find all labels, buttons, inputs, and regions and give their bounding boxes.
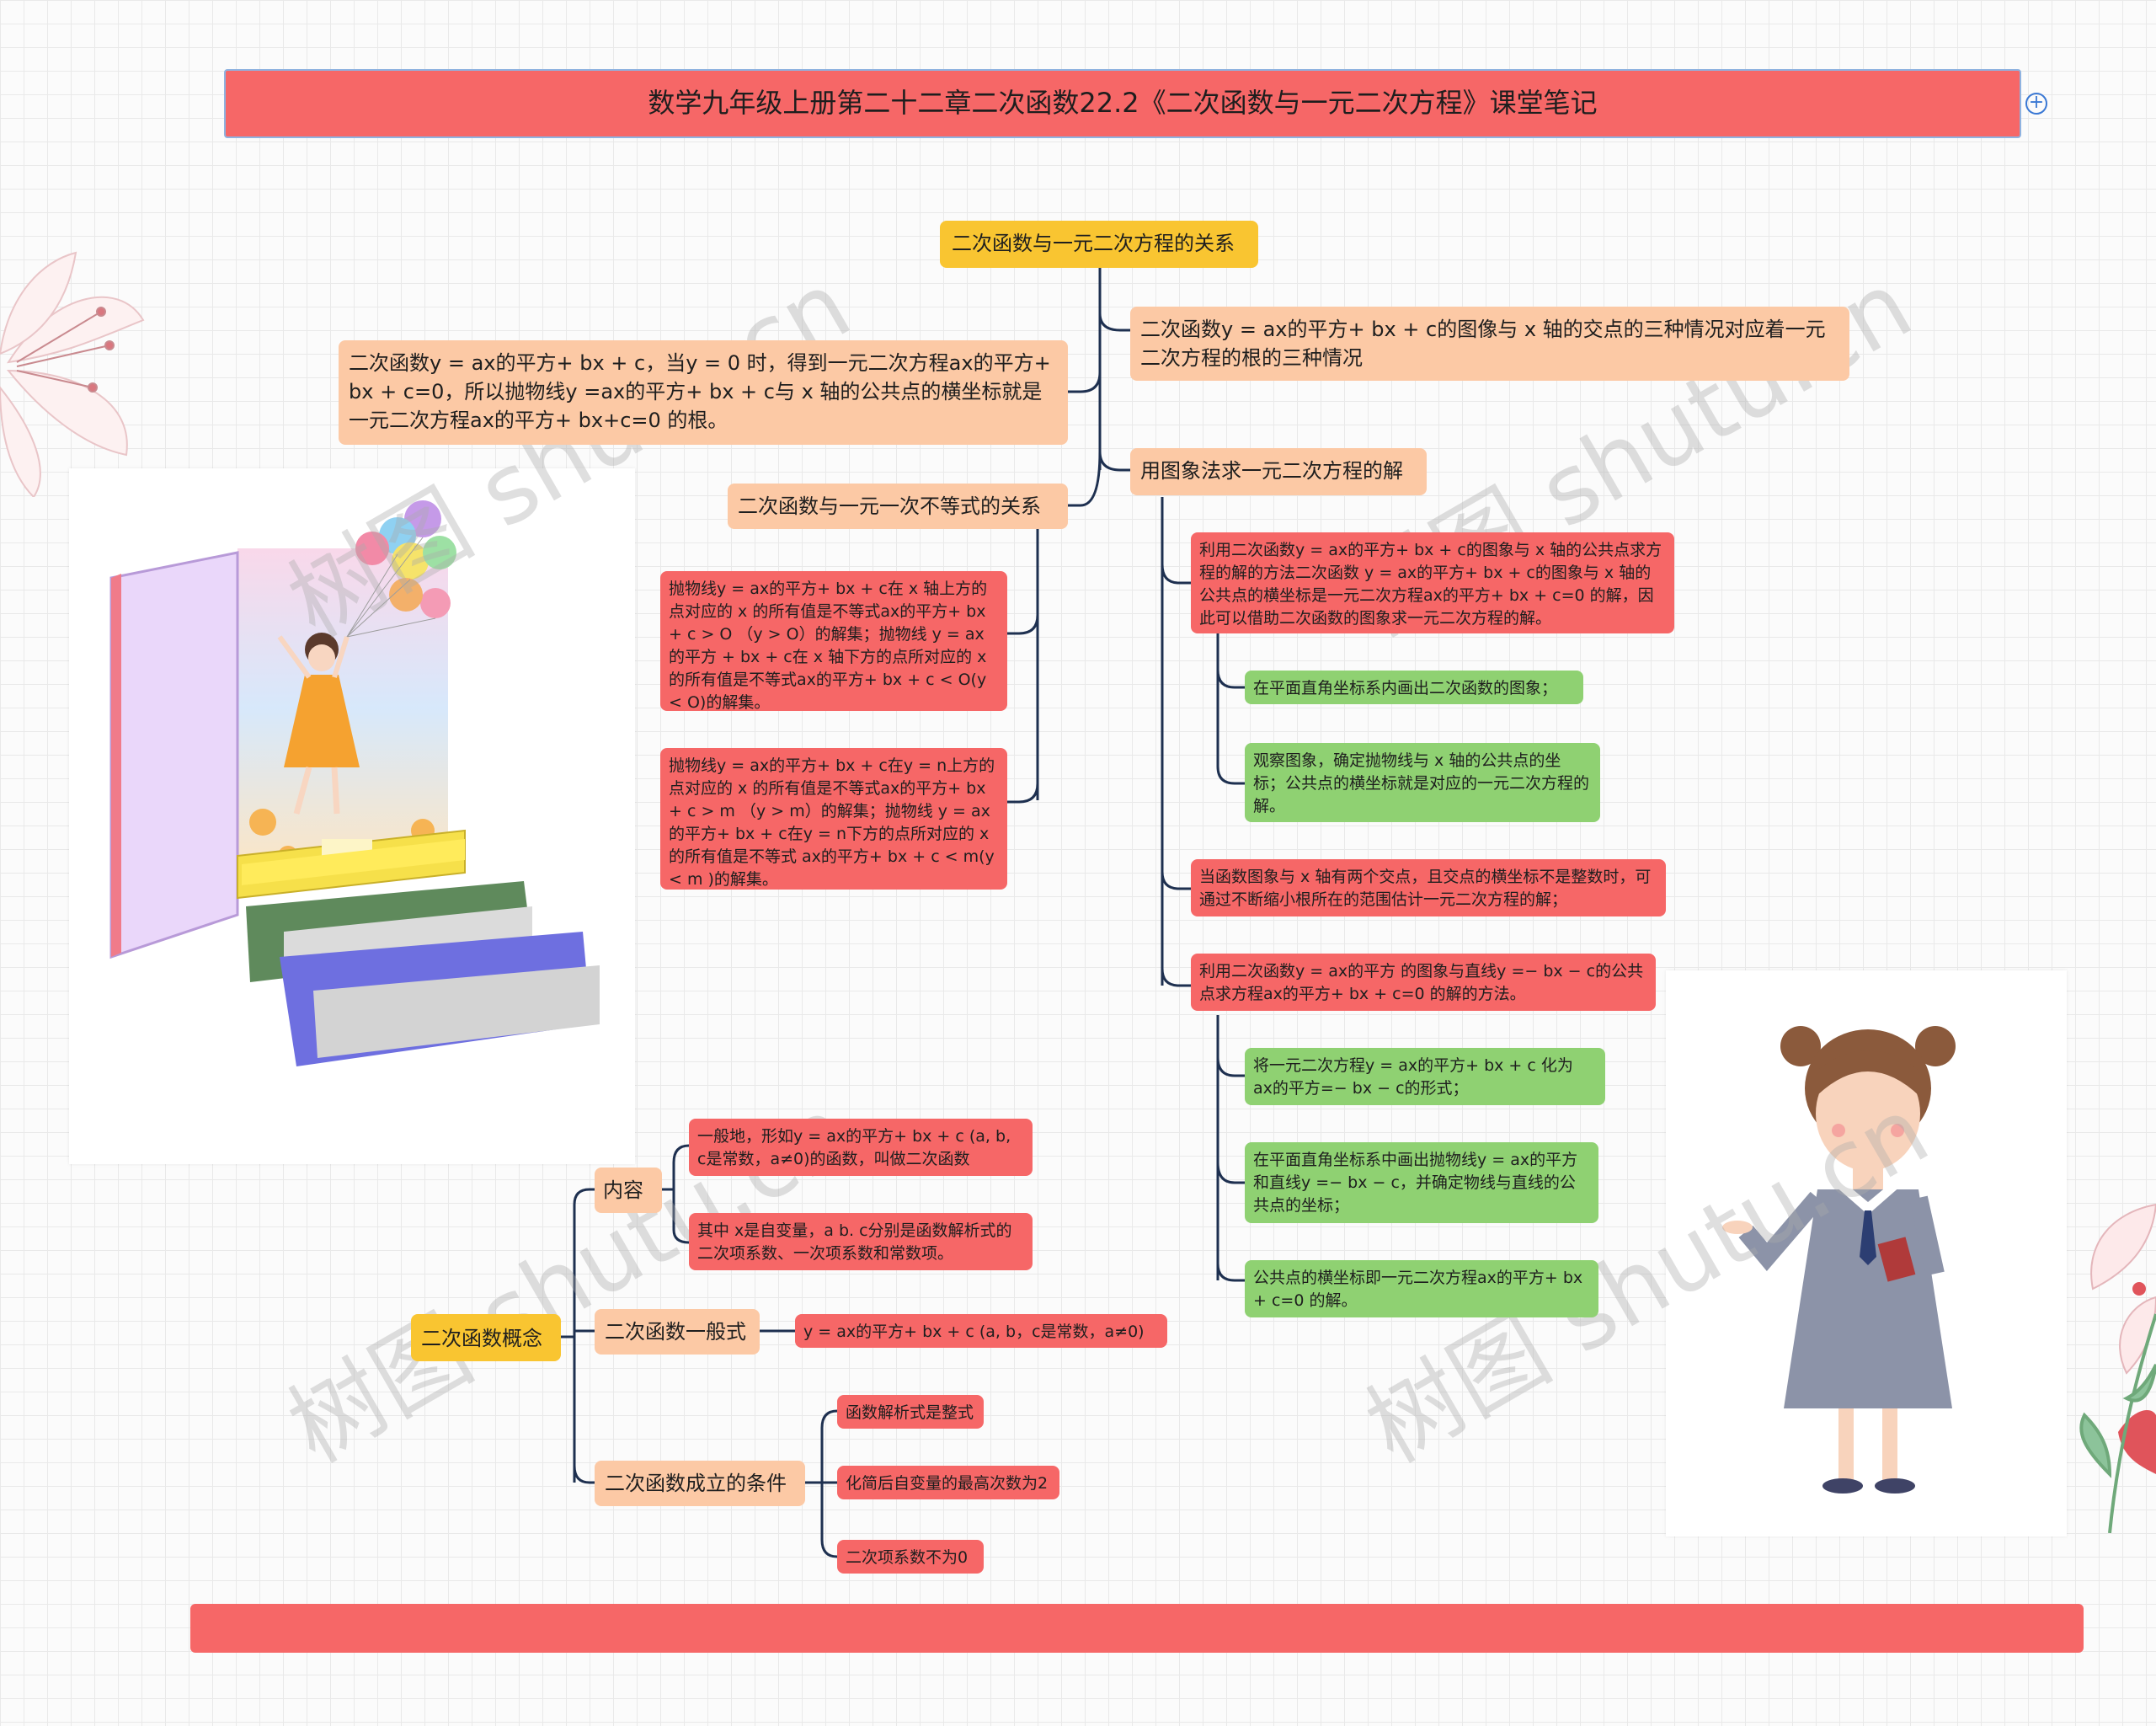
student-girl-illustration (1722, 1026, 1956, 1494)
branch-content[interactable]: 内容 (595, 1168, 662, 1213)
topic-relation[interactable]: 二次函数与一元二次方程的关系 (940, 221, 1258, 268)
condition-item-3[interactable]: 二次项系数不为0 (837, 1540, 984, 1574)
graph-method-2[interactable]: 利用二次函数y = ax的平方 的图象与直线y =− bx − c的公共点求方程… (1191, 954, 1656, 1011)
method2-step-2[interactable]: 在平面直角坐标系中画出抛物线y = ax的平方 和直线y =− bx − c，并… (1245, 1142, 1598, 1223)
graph-method-1[interactable]: 利用二次函数y = ax的平方+ bx + c的图象与 x 轴的公共点求方程的解… (1191, 532, 1674, 633)
graph-method-estimate[interactable]: 当函数图象与 x 轴有两个交点，且交点的横坐标不是整数时，可通过不断缩小根所在的… (1191, 859, 1666, 916)
topic-relation-label: 二次函数与一元二次方程的关系 (952, 232, 1235, 255)
book-girl-balloons-illustration (109, 500, 600, 1066)
note-root-relation[interactable]: 二次函数y = ax的平方+ bx + c，当y = 0 时，得到一元二次方程a… (339, 340, 1068, 445)
topic-concept[interactable]: 二次函数概念 (411, 1314, 561, 1361)
lily-flower-icon (0, 251, 145, 497)
method2-step-1[interactable]: 将一元二次方程y = ax的平方+ bx + c 化为 ax的平方=− bx −… (1245, 1048, 1605, 1105)
inequality-item-1[interactable]: 抛物线y = ax的平方+ bx + c在 x 轴上方的点对应的 x 的所有值是… (660, 571, 1007, 712)
plus-circle-icon[interactable]: + (2025, 93, 2047, 115)
content-item-2[interactable]: 其中 x是自变量，a b. c分别是函数解析式的二次项系数、一次项系数和常数项。 (689, 1213, 1033, 1270)
page-title: 数学九年级上册第二十二章二次函数22.2《二次函数与一元二次方程》课堂笔记 (224, 69, 2021, 138)
branch-inequality[interactable]: 二次函数与一元一次不等式的关系 (728, 484, 1068, 529)
method2-step-3[interactable]: 公共点的横坐标即一元二次方程ax的平方+ bx + c=0 的解。 (1245, 1260, 1598, 1317)
illustration-panel-student (1666, 970, 2067, 1536)
method1-step-1[interactable]: 在平面直角坐标系内画出二次函数的图象； (1245, 671, 1583, 704)
branch-graph-method[interactable]: 用图象法求一元二次方程的解 (1130, 448, 1427, 495)
lily-flower-icon (2079, 1203, 2156, 1533)
branch-general-form[interactable]: 二次函数一般式 (595, 1309, 760, 1355)
condition-item-1[interactable]: 函数解析式是整式 (837, 1395, 984, 1429)
general-form-item[interactable]: y = ax的平方+ bx + c (a, b，c是常数，a≠0) (795, 1314, 1167, 1348)
page-title-text: 数学九年级上册第二十二章二次函数22.2《二次函数与一元二次方程》课堂笔记 (648, 87, 1598, 120)
method1-step-2[interactable]: 观察图象，确定抛物线与 x 轴的公共点的坐标；公共点的横坐标就是对应的一元二次方… (1245, 743, 1600, 822)
footer-bar (190, 1604, 2084, 1653)
inequality-item-2[interactable]: 抛物线y = ax的平方+ bx + c在y = n上方的点对应的 x 的所有值… (660, 748, 1007, 890)
branch-conditions[interactable]: 二次函数成立的条件 (595, 1461, 805, 1506)
illustration-panel-books (69, 468, 635, 1164)
branch-three-cases[interactable]: 二次函数y = ax的平方+ bx + c的图像与 x 轴的交点的三种情况对应着… (1130, 307, 1849, 381)
condition-item-2[interactable]: 化简后自变量的最高次数为2 (837, 1466, 1059, 1499)
content-item-1[interactable]: 一般地，形如y = ax的平方+ bx + c (a, b, c是常数，a≠0)… (689, 1119, 1033, 1176)
